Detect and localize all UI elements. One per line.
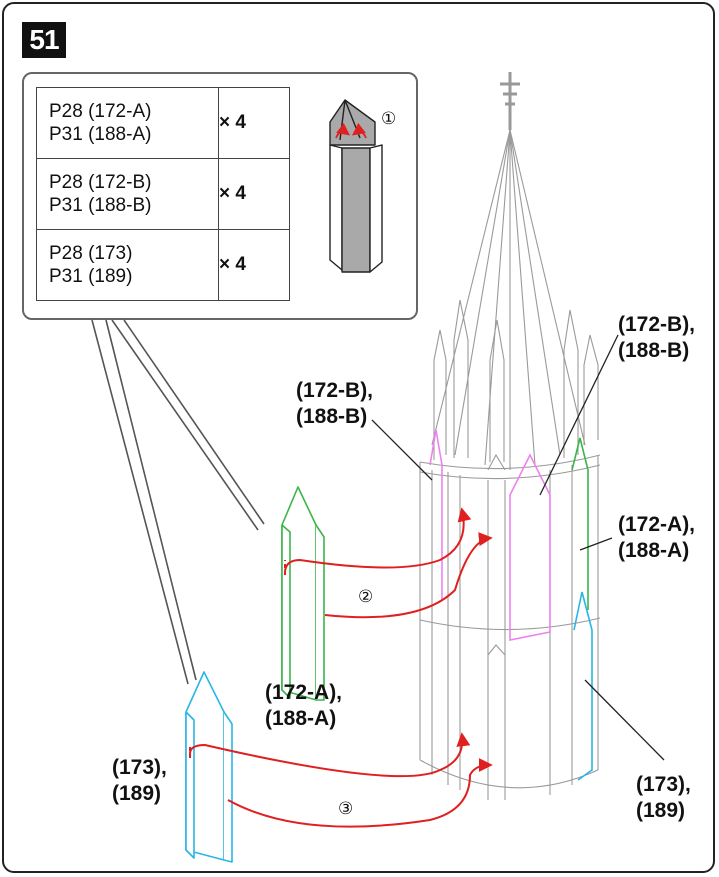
sub-step-2-marker: ② [358, 588, 373, 606]
sub-step-3-marker: ③ [338, 800, 353, 818]
installed-green-part [572, 438, 588, 610]
installed-cyan-part [574, 592, 592, 780]
label-mid-left: (172-B), (188-B) [296, 378, 373, 430]
cyan-piece-173 [186, 672, 232, 862]
fold-step-marker: ① [381, 110, 396, 128]
label-bottom-right: (173), (189) [636, 772, 691, 824]
tower-model [420, 72, 600, 800]
tower-piece-outlines [488, 455, 505, 655]
assembly-arrows [190, 510, 490, 827]
fold-diagram-piece [330, 100, 382, 272]
label-top-right: (172-B), (188-B) [618, 312, 695, 364]
label-mid-right: (172-A), (188-A) [618, 512, 695, 564]
callout-leader-lines [92, 320, 264, 684]
green-piece-172A [282, 487, 324, 700]
label-bottom-left: (173), (189) [112, 755, 167, 807]
label-green-piece: (172-A), (188-A) [265, 680, 342, 732]
